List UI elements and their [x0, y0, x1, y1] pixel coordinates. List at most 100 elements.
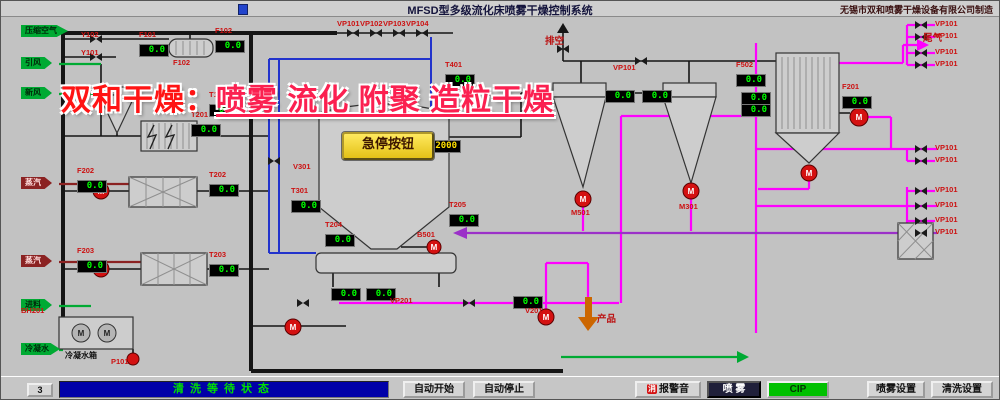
display-value: 0.0 — [331, 283, 361, 301]
pipes-black-main — [61, 31, 563, 373]
equipment-detail — [128, 41, 934, 286]
tag-VP101-col: VP101 — [935, 200, 958, 209]
motor-icon: M — [806, 169, 813, 178]
fluid-bed — [315, 252, 457, 274]
cip-button[interactable]: CIP — [767, 381, 829, 398]
air-filter — [168, 38, 214, 58]
flow-label-fresh-air: 新风 — [21, 87, 52, 99]
tag-VP101-col: VP101 — [935, 215, 958, 224]
bag-filter — [775, 52, 840, 134]
tag-VP101-col: VP101 — [935, 19, 958, 28]
pipes-blue — [268, 37, 432, 254]
tag-VP104: VP104 — [406, 19, 429, 28]
mute-alarm-label: 报警音 — [659, 383, 689, 395]
display-value: 0.0 — [366, 283, 396, 301]
clean-settings-button[interactable]: 清洗设置 — [931, 381, 993, 398]
flow-arrowheads — [453, 23, 929, 363]
motor-icon: M — [78, 329, 85, 338]
display-value: 0.0 — [605, 85, 635, 103]
status-message: 清洗等待状态 — [59, 381, 389, 398]
tag-VP101-col: VP101 — [935, 227, 958, 236]
condensate-tank-label: 冷凝水箱 — [65, 351, 97, 360]
motor-icon: M — [543, 313, 550, 322]
motor-icon: M — [580, 195, 587, 204]
heater-lightning-icon — [146, 124, 176, 150]
flow-label-feed: 进料 — [21, 299, 52, 311]
flow-label-compressed-air: 压缩空气 — [21, 25, 68, 37]
status-bar: 3 清洗等待状态 自动开始 自动停止 消报警音 喷 雾 CIP 喷雾设置 清洗设… — [1, 376, 999, 399]
tag-VP103: VP103 — [383, 19, 406, 28]
pump-motor-letters: M M M M M M M M M — [98, 113, 863, 332]
flow-label-steam-2: 蒸汽 — [21, 255, 52, 267]
flow-label-condensate: 冷凝水 — [21, 343, 60, 355]
auto-start-button[interactable]: 自动开始 — [403, 381, 465, 398]
motor-icon: M — [431, 243, 438, 252]
tag-VP101-col: VP101 — [935, 31, 958, 40]
tag-P101: P101 — [111, 357, 129, 366]
tag-M501: M501 — [571, 208, 590, 217]
tag-V301: V301 — [293, 162, 311, 171]
tag-Y101: Y101 — [81, 48, 99, 57]
tag-VP101-col: VP101 — [935, 185, 958, 194]
motor-icon: M — [856, 113, 863, 122]
condensate-tank — [58, 316, 134, 350]
tag-B501: B501 — [417, 230, 435, 239]
cyclone-small — [98, 94, 136, 135]
manufacturer-label: 无锡市双和喷雾干燥设备有限公司制造 — [839, 5, 993, 15]
product-label: 产品 — [597, 314, 617, 325]
cyclone-a — [552, 96, 607, 190]
product-arrow — [578, 297, 599, 331]
title-bar: MFSD型多级流化床喷雾干燥控制系统 无锡市双和喷雾干燥设备有限公司制造 — [1, 1, 999, 17]
display-value: 0.0 — [741, 87, 771, 105]
mute-icon: 消 — [647, 383, 657, 394]
tag-M301: M301 — [679, 202, 698, 211]
display-value: 0.0 — [642, 85, 672, 103]
emergency-stop-button[interactable]: 急停按钮 — [342, 132, 434, 160]
window-icon — [238, 4, 248, 15]
tag-Y102: Y102 — [81, 30, 99, 39]
corner-button[interactable]: 3 — [27, 383, 53, 397]
mute-alarm-button[interactable]: 消报警音 — [635, 381, 701, 398]
vent-label: 排空 — [545, 36, 565, 47]
tag-VP101-col: VP101 — [935, 59, 958, 68]
spray-button[interactable]: 喷 雾 — [707, 381, 761, 398]
tag-BH201: BH201 — [21, 306, 45, 315]
pumps — [92, 107, 869, 366]
tag-VP201: VP201 — [390, 296, 413, 305]
page-title: MFSD型多级流化床喷雾干燥控制系统 — [407, 5, 593, 17]
pipes-green — [59, 62, 737, 359]
tag-VP101-col: VP101 — [935, 47, 958, 56]
spray-settings-button[interactable]: 喷雾设置 — [867, 381, 925, 398]
tag-VP101: VP101 — [337, 19, 360, 28]
motor-icon: M — [688, 187, 695, 196]
tank-motors: M M — [71, 323, 117, 343]
flow-label-induced-draft: 引风 — [21, 57, 52, 69]
tag-filter-F102: F102 — [173, 58, 191, 67]
display-value: 0.0 — [741, 99, 771, 117]
tag-V201: V201 — [525, 306, 543, 315]
cyclone-b — [662, 96, 717, 186]
motor-icon: M — [290, 323, 297, 332]
tag-VP102: VP102 — [360, 19, 383, 28]
tag-VP101-col: VP101 — [935, 143, 958, 152]
auto-stop-button[interactable]: 自动停止 — [473, 381, 535, 398]
flow-label-steam-1: 蒸汽 — [21, 177, 52, 189]
display-value: 0.0 — [513, 291, 543, 309]
tail-gas-label: 尾气 — [923, 33, 943, 44]
